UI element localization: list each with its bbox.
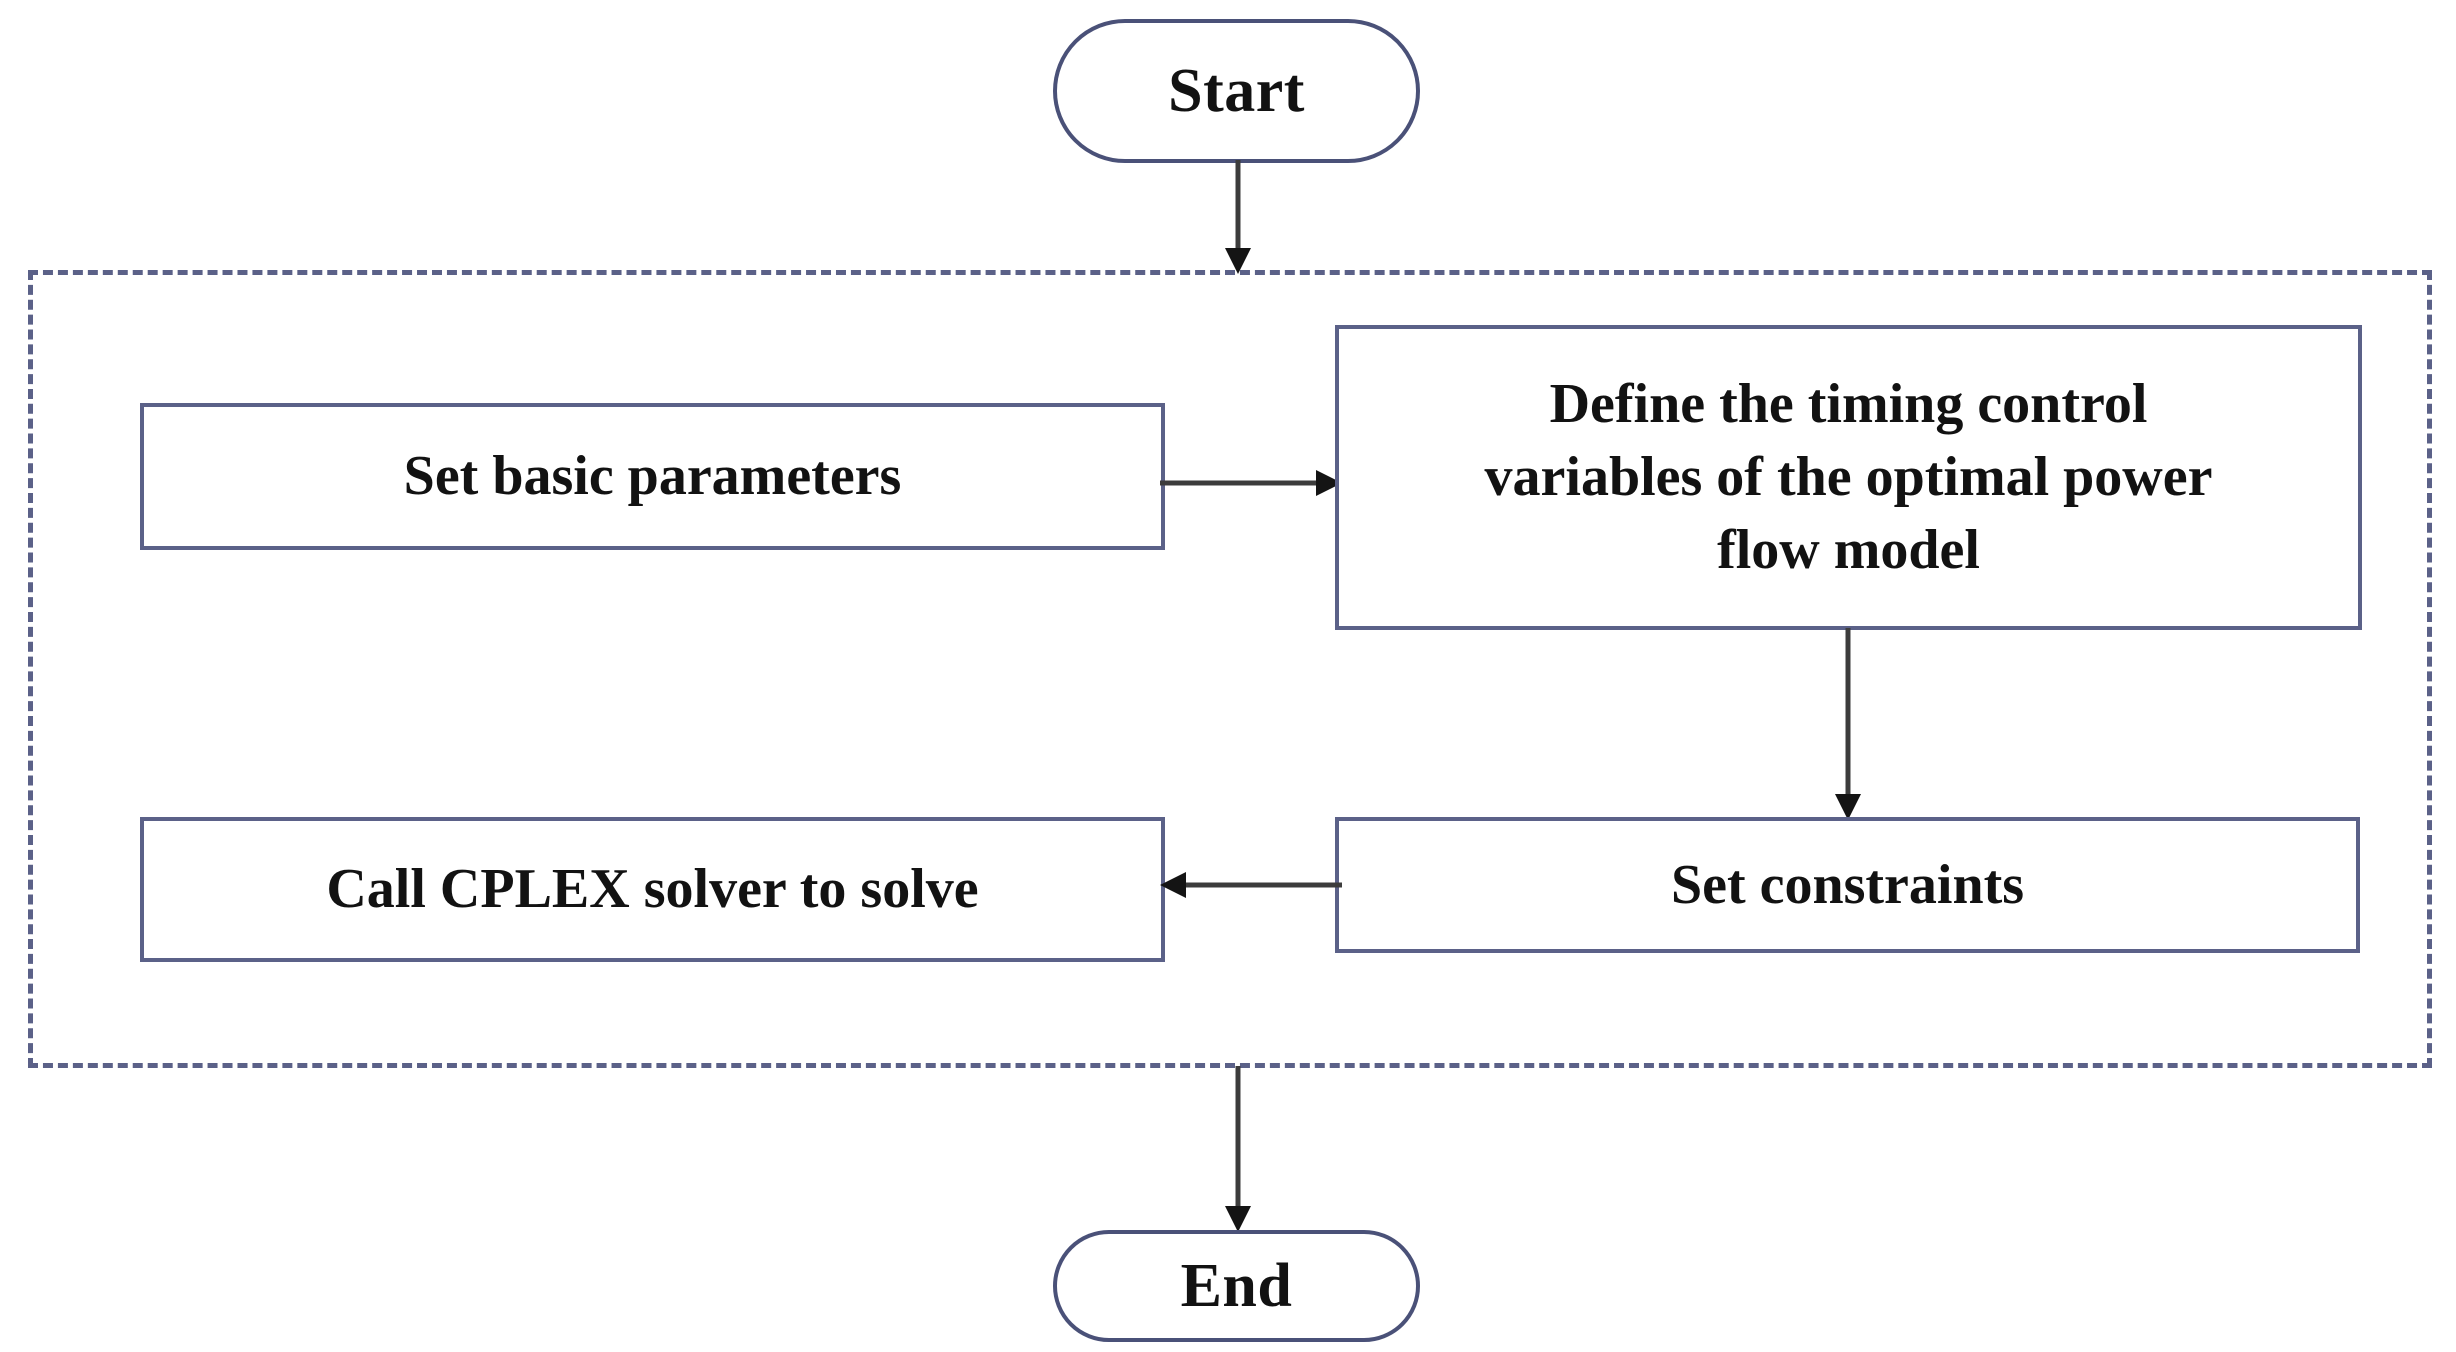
connector-group-to-end — [1206, 1066, 1270, 1234]
node-set-constraints-label: Set constraints — [1670, 853, 2025, 916]
node-call-cplex-solver-label: Call CPLEX solver to solve — [326, 858, 979, 921]
node-end-label: End — [1180, 1251, 1293, 1320]
node-set-basic-parameters-label: Set basic parameters — [403, 445, 902, 508]
node-define-timing-control-variables-label: Define the timing control variables of t… — [1485, 368, 2213, 586]
define-line-2: variables of the optimal power — [1484, 446, 2213, 509]
node-set-constraints[interactable]: Set constraints — [1335, 817, 2360, 953]
connector-start-to-group — [1206, 160, 1270, 276]
define-line-3: flow model — [1717, 518, 1980, 581]
group-container-dashed — [28, 270, 2432, 1068]
node-start[interactable]: Start — [1053, 19, 1420, 163]
node-set-basic-parameters[interactable]: Set basic parameters — [140, 403, 1165, 550]
connector-set-basic-parameters-to-define — [1160, 461, 1345, 505]
define-line-1: Define the timing control — [1549, 373, 2148, 436]
node-start-label: Start — [1168, 56, 1305, 125]
node-define-timing-control-variables[interactable]: Define the timing control variables of t… — [1335, 325, 2362, 630]
connector-set-constraints-to-call-cplex — [1160, 863, 1342, 907]
connector-define-to-set-constraints — [1824, 628, 1872, 822]
node-call-cplex-solver[interactable]: Call CPLEX solver to solve — [140, 817, 1165, 962]
node-end[interactable]: End — [1053, 1230, 1420, 1342]
